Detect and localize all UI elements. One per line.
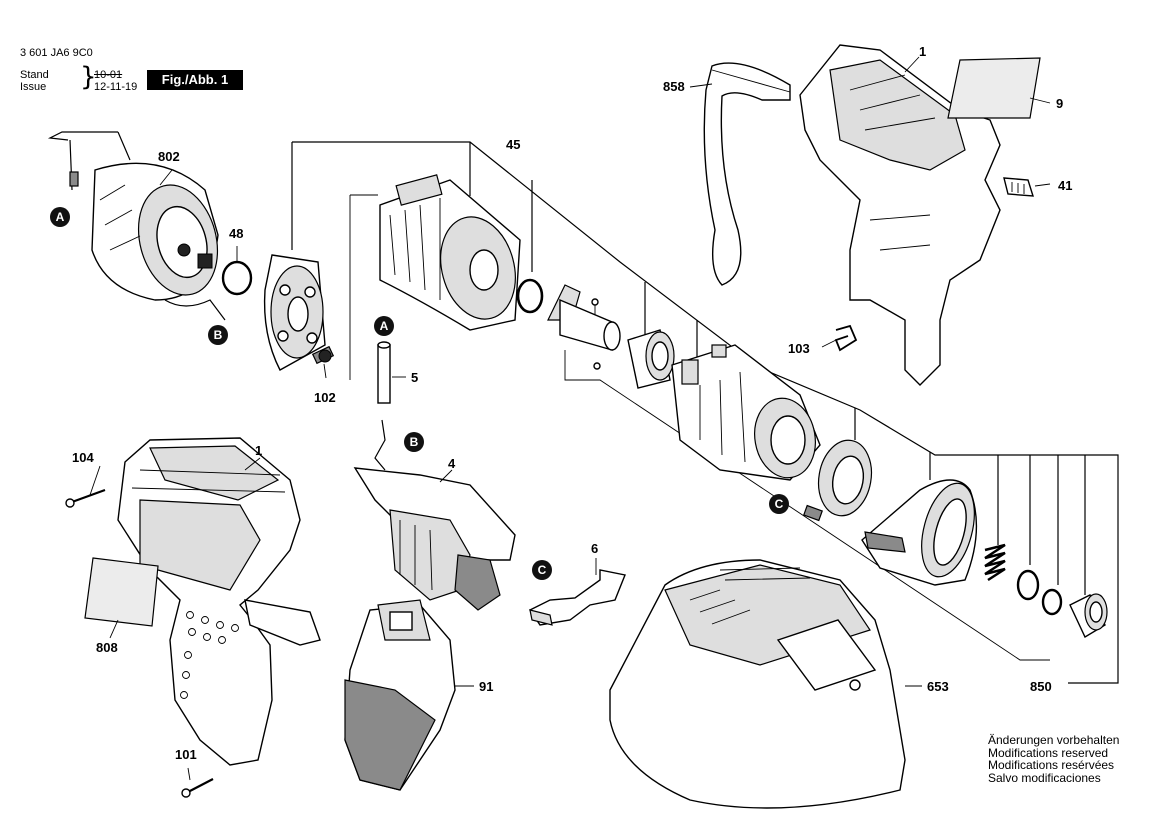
marker-c-switch: C	[532, 560, 552, 580]
callout-104: 104	[72, 450, 94, 465]
label-9	[947, 57, 1041, 119]
callout-9: 9	[1056, 96, 1064, 111]
document-number: 3 601 JA6 9C0	[20, 47, 93, 59]
screw-104	[65, 488, 106, 508]
motor-802	[47, 131, 226, 321]
callout-6: 6	[591, 541, 599, 556]
switch-module-4	[353, 419, 516, 611]
screw-101	[181, 778, 214, 798]
callout-103: 103	[788, 341, 810, 356]
nose-cover	[861, 479, 978, 586]
bearing-plate	[263, 254, 326, 371]
leader-lines	[89, 56, 1051, 781]
callout-4: 4	[448, 456, 456, 471]
o-ring-48	[221, 260, 253, 296]
hammer-housing	[671, 344, 821, 481]
strap-858	[703, 62, 791, 286]
bit-holder-sleeve	[1069, 593, 1108, 638]
marker-b-motor: B	[208, 325, 228, 345]
issue-label: Issue	[20, 81, 47, 93]
bearing-sleeve	[627, 329, 675, 389]
issue-date: 12-11-19	[94, 81, 138, 93]
figure-label: Fig./Abb. 1	[147, 70, 243, 90]
callout-802: 802	[158, 149, 180, 164]
marker-b-switch: B	[404, 432, 424, 452]
callout-850: 850	[1030, 679, 1052, 694]
assembly-bracket-lines	[291, 141, 1119, 684]
pin-5	[377, 341, 391, 404]
callout-5: 5	[411, 370, 419, 385]
footer-notes: Änderungen vorbehalten Modifications res…	[988, 734, 1119, 784]
ring-small-2	[1041, 588, 1063, 616]
retaining-collar	[803, 439, 873, 522]
clip-6	[528, 569, 626, 626]
callout-48: 48	[229, 226, 244, 241]
callout-858: 858	[663, 79, 685, 94]
callout-101: 101	[175, 747, 197, 762]
callout-1-bottom: 1	[255, 443, 263, 458]
marker-a-pin: A	[374, 316, 394, 336]
spindle	[547, 284, 621, 370]
callout-1-top: 1	[919, 44, 927, 59]
charger-653	[609, 559, 906, 809]
o-ring-gearbox	[516, 278, 544, 314]
callout-102: 102	[314, 390, 336, 405]
spring	[984, 543, 1006, 582]
callout-653: 653	[927, 679, 949, 694]
label-808	[84, 557, 159, 627]
marker-c-ring: C	[769, 494, 789, 514]
note-spanish: Salvo modificaciones	[988, 770, 1101, 785]
callout-91: 91	[479, 679, 494, 694]
header-brace: }	[80, 62, 97, 92]
callout-808: 808	[96, 640, 118, 655]
stand-date: 10-01	[94, 69, 123, 81]
ring-small-1	[1016, 569, 1040, 601]
callout-45: 45	[506, 137, 521, 152]
clip-103	[834, 324, 858, 352]
screw-102	[311, 345, 335, 365]
housing-half-main	[117, 437, 321, 766]
note-german: Änderungen vorbehalten	[988, 733, 1120, 747]
stand-label: Stand	[20, 69, 49, 81]
marker-a-motor: A	[50, 207, 70, 227]
gearbox-housing	[379, 174, 521, 331]
battery-91	[344, 599, 456, 791]
housing-half-top	[799, 44, 1001, 386]
note-french: Modifications resérvées	[988, 758, 1115, 772]
note-english: Modifications reserved	[988, 745, 1109, 760]
callout-41: 41	[1058, 178, 1073, 193]
label-41	[1003, 177, 1034, 197]
